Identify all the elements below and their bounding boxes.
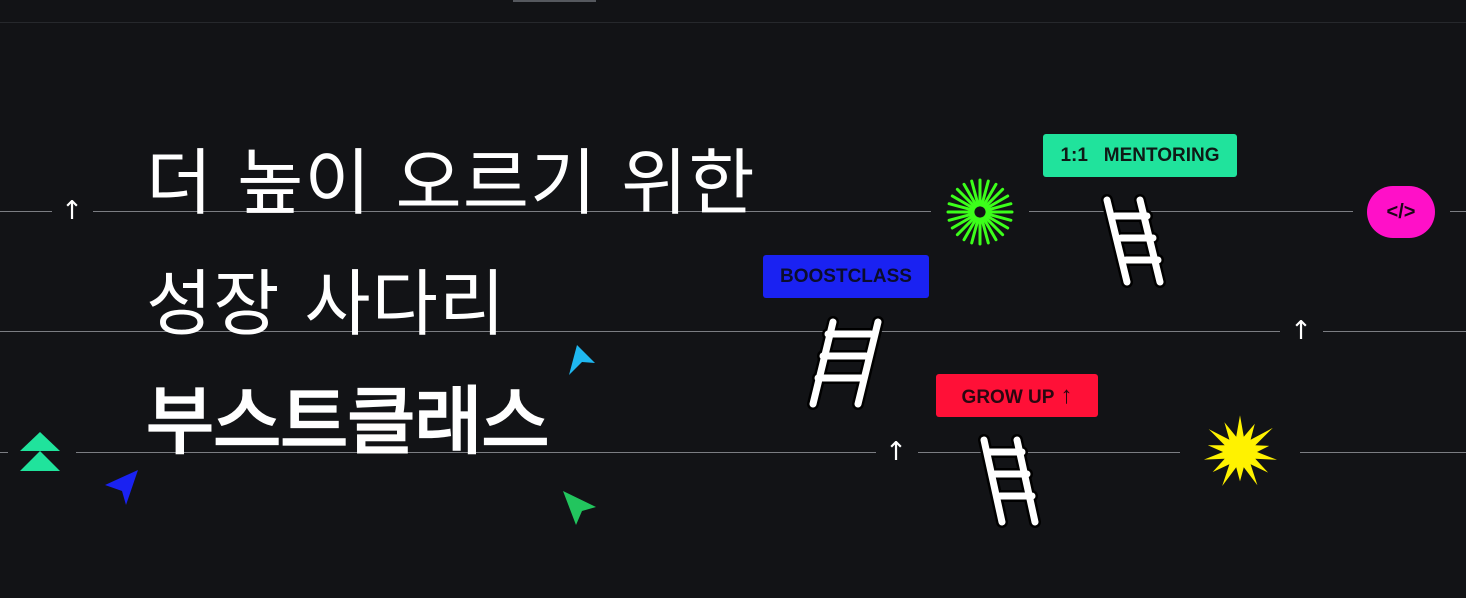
guide-line	[0, 452, 8, 453]
boostclass-tag: BOOSTCLASS	[763, 255, 929, 298]
grow-up-label: GROW UP	[961, 387, 1055, 408]
arrow-up-icon: ↑	[885, 437, 907, 467]
guide-line	[918, 452, 1180, 453]
double-chevron-up-icon	[20, 432, 60, 471]
arrow-up-icon: ↑	[1060, 382, 1073, 409]
guide-line	[0, 331, 1280, 332]
grow-up-tag: GROW UP↑	[936, 374, 1098, 417]
guide-line	[93, 211, 931, 212]
ladder-icon	[807, 316, 884, 410]
cursor-pointer-icon	[105, 470, 138, 505]
arrow-up-icon: ↑	[61, 196, 83, 226]
headline-line-1: 더 높이 오르기 위한	[146, 141, 756, 225]
ladder-icon	[1101, 194, 1166, 288]
guide-line	[76, 452, 876, 453]
green-burst-icon	[946, 178, 1014, 246]
mentoring-tag: 1:1 MENTORING	[1043, 134, 1237, 177]
guide-line	[1450, 211, 1466, 212]
top-nav-bar	[0, 0, 1466, 23]
code-icon: </>	[1367, 186, 1435, 238]
headline-brand: 부스트클래스	[146, 379, 549, 465]
cursor-pointer-icon	[569, 345, 595, 375]
guide-line	[1323, 331, 1466, 332]
headline-line-2: 성장 사다리	[146, 262, 507, 346]
cursor-pointer-icon	[563, 491, 596, 525]
guide-line	[1029, 211, 1353, 212]
guide-line	[0, 211, 52, 212]
yellow-burst-icon	[1203, 415, 1277, 486]
active-tab-indicator	[513, 0, 596, 2]
ladder-icon	[978, 434, 1041, 528]
arrow-up-icon: ↑	[1290, 316, 1312, 346]
guide-line	[1300, 452, 1466, 453]
